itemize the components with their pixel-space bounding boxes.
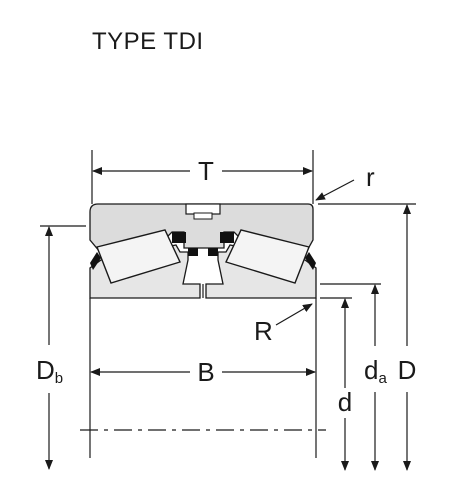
label-T: T — [198, 156, 214, 186]
leader-r — [315, 179, 355, 201]
seal-end-left — [90, 252, 101, 270]
diagram-title: TYPE TDI — [92, 28, 204, 55]
label-D: D — [398, 355, 417, 385]
label-r: r — [366, 162, 375, 192]
seal-center-left — [188, 248, 198, 256]
label-da-sub: a — [378, 370, 387, 387]
label-Db-main: D — [36, 355, 55, 385]
label-Db-sub: b — [55, 370, 63, 387]
bearing-section — [89, 203, 317, 299]
label-da: da — [364, 355, 387, 387]
extension-lines — [40, 150, 416, 458]
leader-R — [275, 303, 313, 326]
roller-left — [96, 229, 181, 284]
dimension-lines — [45, 167, 411, 471]
seal-left — [172, 232, 186, 243]
seal-end-right — [305, 252, 316, 270]
label-B: B — [197, 357, 214, 387]
label-Db: Db — [36, 355, 63, 387]
seal-right — [220, 232, 234, 243]
label-da-main: d — [364, 355, 378, 385]
label-d: d — [338, 387, 352, 417]
roller-right — [225, 229, 310, 284]
seal-center-right — [208, 248, 218, 256]
label-R: R — [254, 316, 273, 346]
